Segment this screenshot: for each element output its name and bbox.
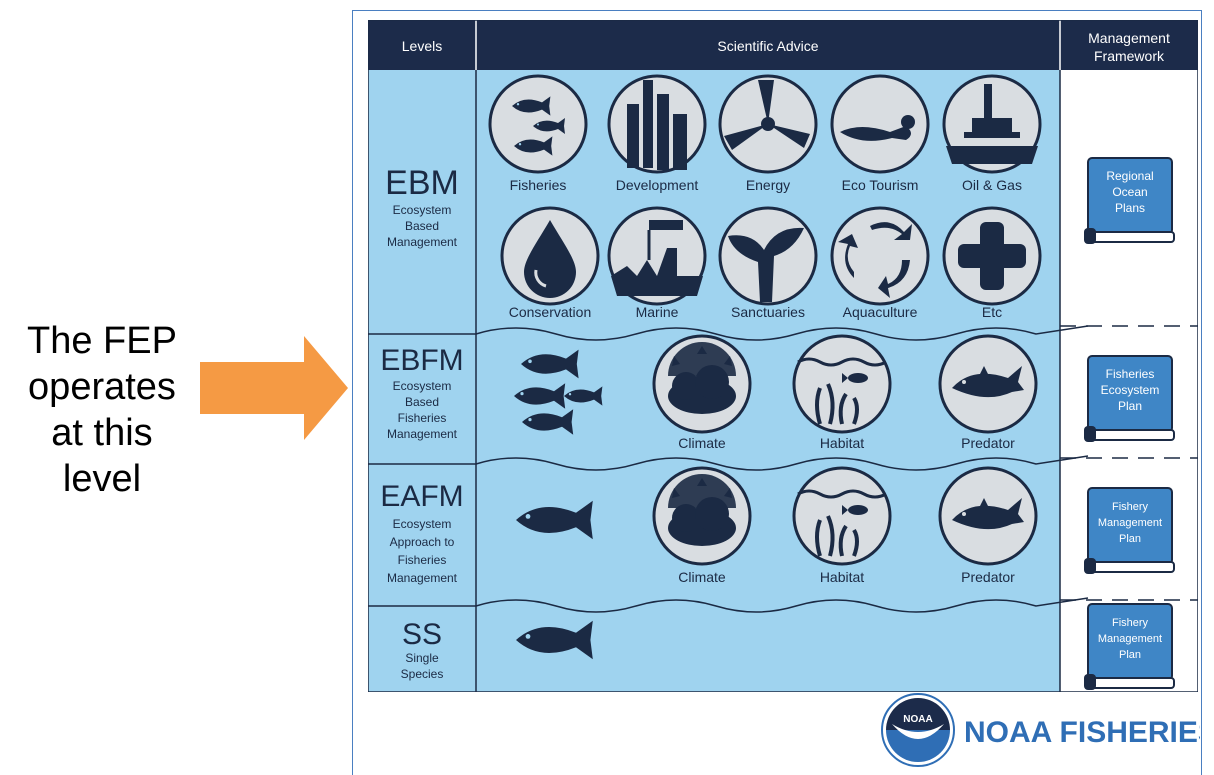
development-icon xyxy=(607,74,707,174)
right-arrow-icon xyxy=(200,336,348,440)
habitat-icon xyxy=(792,334,892,434)
level-desc: Approach to xyxy=(390,535,455,549)
etc-plus-icon xyxy=(942,206,1042,306)
habitat-icon xyxy=(792,466,892,566)
fishery-management-plan-book: Fishery Management Plan xyxy=(1083,487,1175,575)
level-desc: Management xyxy=(387,235,458,249)
level-desc: Management xyxy=(387,571,458,585)
energy-icon xyxy=(718,74,818,174)
predator-icon xyxy=(938,334,1038,434)
callout-line: level xyxy=(62,458,142,500)
header-framework: Framework xyxy=(1094,48,1165,64)
marine-icon xyxy=(607,206,707,306)
level-desc: Management xyxy=(387,427,458,441)
level-desc: Species xyxy=(401,667,444,681)
icon-label: Etc xyxy=(982,304,1002,320)
level-desc: Ecosystem xyxy=(393,203,452,217)
book-text: Ocean xyxy=(1112,185,1147,199)
icon-label: Predator xyxy=(961,569,1015,585)
callout-line: at this xyxy=(51,412,153,454)
icon-label: Marine xyxy=(636,304,679,320)
fisheries-icon xyxy=(488,74,588,174)
icon-label: Aquaculture xyxy=(843,304,918,320)
climate-icon xyxy=(652,466,752,566)
level-ss: SS xyxy=(402,618,442,651)
header-management: Management xyxy=(1088,30,1170,46)
level-desc: Based xyxy=(405,395,439,409)
book-text: Regional xyxy=(1106,169,1153,183)
book-text: Management xyxy=(1098,633,1162,645)
aquaculture-icon xyxy=(830,206,930,306)
icon-label: Energy xyxy=(746,177,790,193)
book-text: Plan xyxy=(1119,649,1141,661)
icon-label: Fisheries xyxy=(510,177,567,193)
icon-label: Oil & Gas xyxy=(962,177,1022,193)
fishery-management-plan-book: Fishery Management Plan xyxy=(1083,603,1175,691)
icon-label: Development xyxy=(616,177,699,193)
icon-label: Conservation xyxy=(509,304,592,320)
callout-line: operates xyxy=(28,366,176,408)
icon-label: Climate xyxy=(678,435,726,451)
icon-label: Habitat xyxy=(820,435,864,451)
level-eafm: EAFM xyxy=(380,480,463,513)
book-text: Plan xyxy=(1118,399,1142,413)
fep-callout: The FEP operates at this level xyxy=(14,318,190,502)
book-text: Fishery xyxy=(1112,617,1149,629)
oil-gas-icon xyxy=(942,74,1042,174)
book-text: Fisheries xyxy=(1106,367,1155,381)
icon-label: Predator xyxy=(961,435,1015,451)
regional-ocean-plans-book: Regional Ocean Plans xyxy=(1083,157,1175,245)
level-ebfm: EBFM xyxy=(380,344,463,377)
header-levels: Levels xyxy=(402,38,442,54)
level-desc: Ecosystem xyxy=(393,517,452,531)
noaa-fisheries-logo: NOAA NOAA FISHERIES xyxy=(881,693,1200,767)
eco-tourism-icon xyxy=(830,74,930,174)
ebm-hierarchy-diagram: Levels Scientific Advice Management Fram… xyxy=(367,19,1199,693)
level-ebm: EBM xyxy=(385,164,459,202)
level-desc: Single xyxy=(405,651,439,665)
icon-label: Sanctuaries xyxy=(731,304,805,320)
book-text: Plans xyxy=(1115,201,1145,215)
sanctuaries-icon xyxy=(718,206,818,306)
conservation-icon xyxy=(500,206,600,306)
climate-icon xyxy=(652,334,752,434)
book-text: Management xyxy=(1098,517,1162,529)
header-scientific-advice: Scientific Advice xyxy=(717,38,818,54)
level-desc: Based xyxy=(405,219,439,233)
noaa-fisheries-wordmark: NOAA FISHERIES xyxy=(964,716,1200,749)
level-desc: Fisheries xyxy=(398,553,447,567)
book-text: Fishery xyxy=(1112,501,1149,513)
book-text: Plan xyxy=(1119,533,1141,545)
level-desc: Ecosystem xyxy=(393,379,452,393)
level-desc: Fisheries xyxy=(398,411,447,425)
predator-icon xyxy=(938,466,1038,566)
icon-label: Eco Tourism xyxy=(842,177,919,193)
icon-label: Climate xyxy=(678,569,726,585)
noaa-badge-text: NOAA xyxy=(903,714,932,725)
fisheries-ecosystem-plan-book: Fisheries Ecosystem Plan xyxy=(1083,355,1175,443)
diagram-frame xyxy=(352,10,1202,775)
callout-line: The FEP xyxy=(27,320,177,362)
icon-label: Habitat xyxy=(820,569,864,585)
book-text: Ecosystem xyxy=(1101,383,1160,397)
